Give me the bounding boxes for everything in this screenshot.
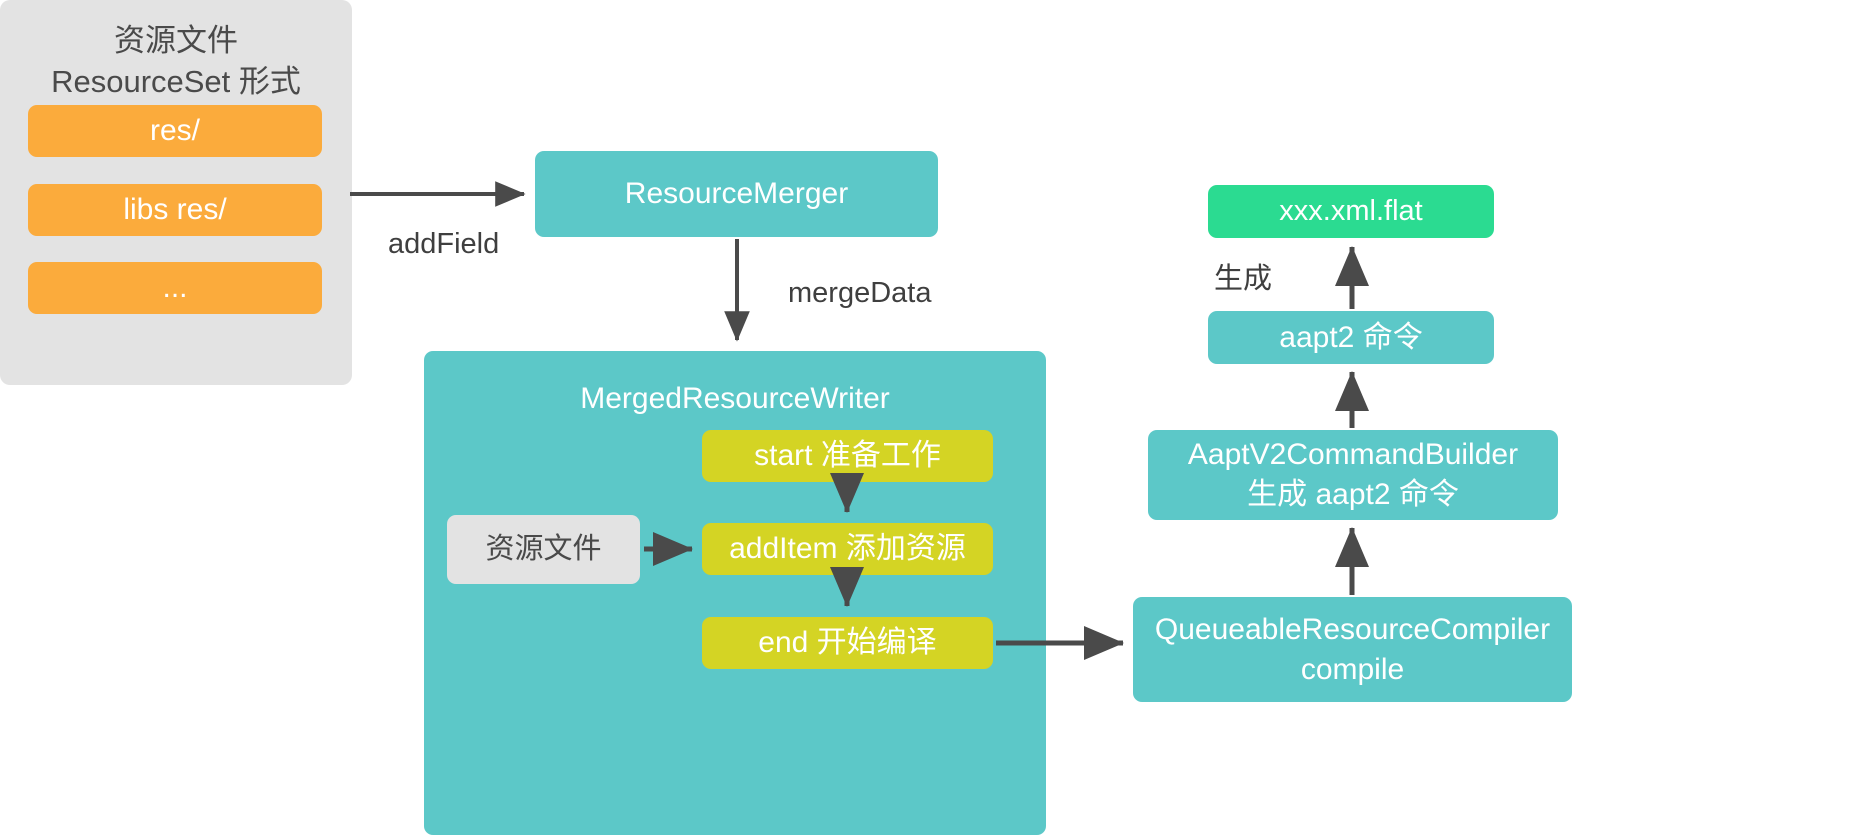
edge-label-add-field: addField	[388, 228, 500, 260]
resource-set-panel-title: 资源文件 ResourceSet 形式	[51, 23, 301, 100]
step-additem[interactable]: addItem 添加资源	[702, 523, 993, 575]
node-aapt-v2-command-builder[interactable]: AaptV2CommandBuilder 生成 aapt2 命令	[1148, 430, 1558, 520]
edge-label-generate: 生成	[1214, 263, 1273, 295]
node-queueable-resource-compiler[interactable]: QueueableResourceCompiler compile	[1133, 597, 1572, 702]
node-merged-resource-writer[interactable]: MergedResourceWriter	[424, 351, 1046, 835]
node-resource-merger[interactable]: ResourceMerger	[535, 151, 938, 237]
node-resource-file[interactable]: 资源文件	[447, 515, 640, 584]
step-start[interactable]: start 准备工作	[702, 430, 993, 482]
node-aapt2-command[interactable]: aapt2 命令	[1208, 311, 1494, 364]
resource-chip-ellipsis[interactable]: ...	[28, 262, 322, 314]
step-end[interactable]: end 开始编译	[702, 617, 993, 669]
resource-chip-res[interactable]: res/	[28, 105, 322, 157]
edge-label-merge-data: mergeData	[788, 277, 932, 309]
node-xml-flat[interactable]: xxx.xml.flat	[1208, 185, 1494, 238]
resource-chip-libs-res[interactable]: libs res/	[28, 184, 322, 236]
